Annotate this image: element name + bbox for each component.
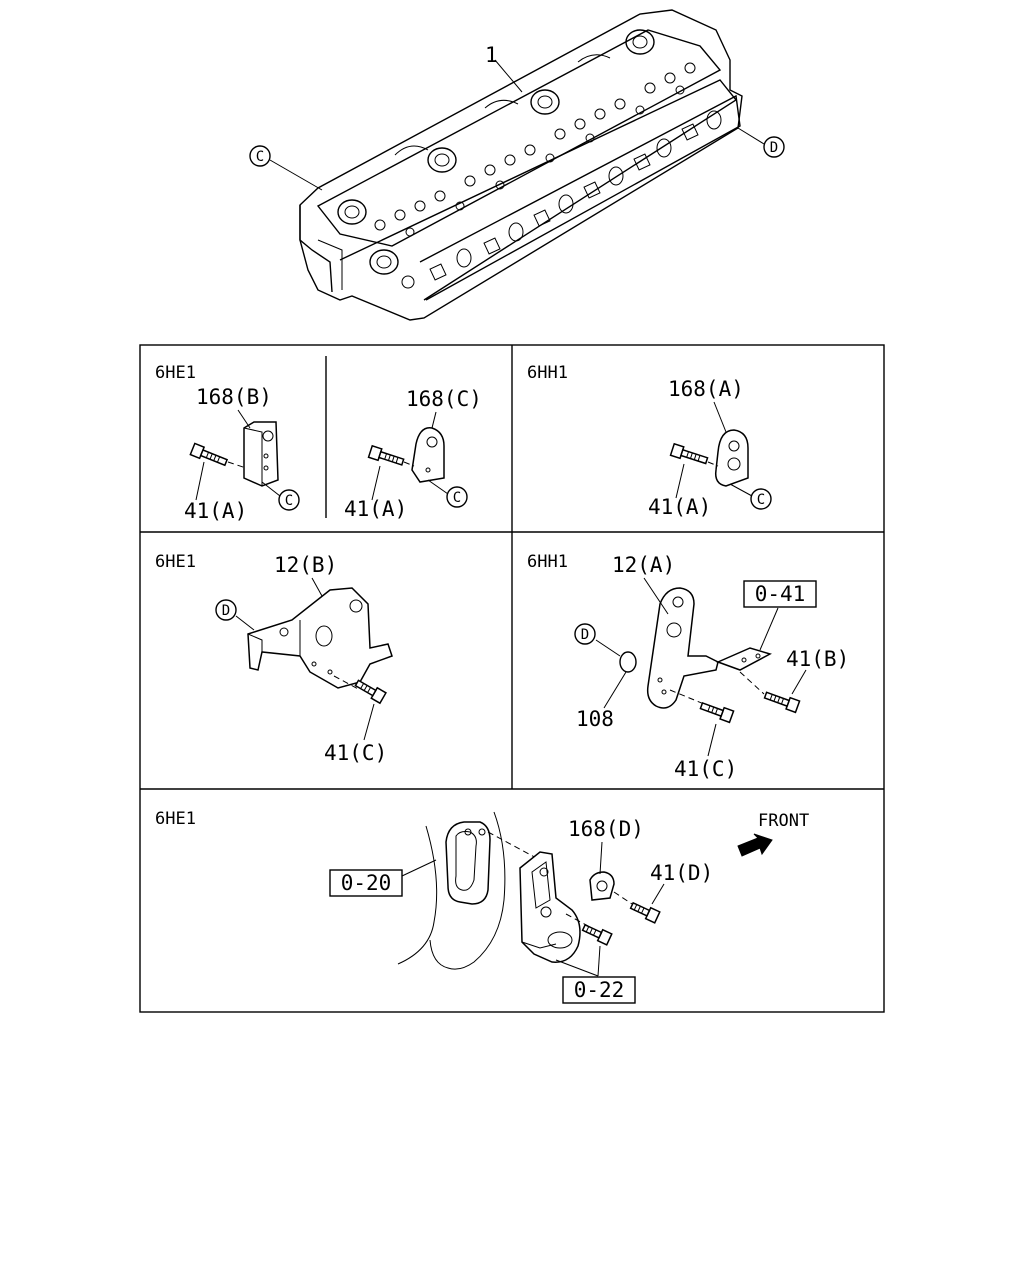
- callout-c-circle: C: [278, 489, 300, 511]
- bolt-41a: [189, 442, 229, 467]
- bolt-lower: [581, 923, 613, 946]
- panel-6hh1-bracket-168a: 6HH1 168(A) 41(A) C: [527, 363, 772, 519]
- o-ring-108: [619, 651, 637, 673]
- panel-grid: [139, 344, 885, 1013]
- callout-c-circle: C: [750, 488, 772, 510]
- panel-6he1-bracket-168d: 6HE1 168(D) 41(D): [155, 809, 809, 1004]
- part-1-leader: [494, 59, 523, 93]
- front-arrow-icon: [737, 833, 773, 857]
- plate-0-41: [715, 647, 772, 671]
- bolt-41a: [669, 442, 709, 465]
- bracket-label: 12(A): [612, 553, 675, 577]
- svg-text:C: C: [453, 490, 461, 506]
- cylinder-head-illustration: [299, 9, 743, 321]
- callout-d-circle: D: [215, 599, 237, 621]
- mount-bracket: [519, 851, 581, 963]
- bracket-12b: [247, 587, 393, 689]
- bolt-label: 41(C): [324, 741, 387, 765]
- bolt-label: 41(A): [648, 495, 711, 519]
- engine-label: 6HH1: [527, 363, 568, 383]
- engine-label: 6HE1: [155, 809, 196, 829]
- engine-label: 6HE1: [155, 363, 196, 383]
- callout-d-leader: [737, 127, 765, 145]
- callout-d-circle: D: [574, 623, 596, 645]
- port-openings: [429, 110, 722, 281]
- engine-mount-pad: [445, 821, 491, 905]
- bolt-label: 41(C): [674, 757, 737, 781]
- svg-text:C: C: [256, 149, 264, 165]
- bracket-12a: [646, 587, 719, 709]
- callout-c-circle: C: [249, 145, 271, 167]
- oring-label: 108: [576, 707, 614, 731]
- engine-label: 6HH1: [527, 552, 568, 572]
- bracket-label: 168(C): [406, 387, 482, 411]
- svg-text:C: C: [285, 493, 293, 509]
- bolt-label: 41(A): [184, 499, 247, 523]
- svg-text:C: C: [757, 492, 765, 508]
- ref-box-0-41: 0-41: [743, 580, 817, 608]
- bracket-168b: [243, 421, 279, 487]
- svg-text:0-41: 0-41: [755, 582, 806, 606]
- panel-6he1-bracket-12b: 6HE1 12(B) D 41(C): [155, 552, 393, 765]
- bolt-label: 41(D): [650, 861, 713, 885]
- svg-text:D: D: [581, 627, 589, 643]
- ref-box-0-22: 0-22: [562, 976, 636, 1004]
- bolt-label: 41(B): [786, 647, 849, 671]
- ref-box-0-20: 0-20: [329, 869, 403, 897]
- part-1-label: 1: [485, 43, 498, 67]
- bolt-41a: [367, 444, 405, 466]
- svg-text:0-20: 0-20: [341, 871, 392, 895]
- callout-c-circle: C: [446, 486, 468, 508]
- bracket-168d: [589, 871, 615, 901]
- bolt-41c: [354, 679, 387, 705]
- panel-6he1-bracket-168: 6HE1 168(B) 41(A) C 168(C): [155, 363, 482, 523]
- bolt-41c: [699, 702, 735, 724]
- bracket-label: 168(A): [668, 377, 744, 401]
- bolt-label: 41(A): [344, 497, 407, 521]
- svg-text:0-22: 0-22: [574, 978, 625, 1002]
- bolt-41d: [629, 901, 661, 924]
- bracket-168c: [411, 427, 445, 483]
- bracket-label: 168(B): [196, 385, 272, 409]
- engine-label: 6HE1: [155, 552, 196, 572]
- svg-text:D: D: [222, 603, 230, 619]
- bracket-label: 168(D): [568, 817, 644, 841]
- callout-c-leader: [269, 159, 323, 191]
- callout-d-circle: D: [763, 136, 785, 158]
- svg-text:D: D: [770, 140, 778, 156]
- bracket-label: 12(B): [274, 553, 337, 577]
- front-label: FRONT: [758, 811, 809, 831]
- bolt-41b: [763, 691, 801, 714]
- panel-6hh1-bracket-12a: 6HH1 12(A) 0-41 D 108: [527, 552, 849, 781]
- valve-holes: [374, 62, 696, 237]
